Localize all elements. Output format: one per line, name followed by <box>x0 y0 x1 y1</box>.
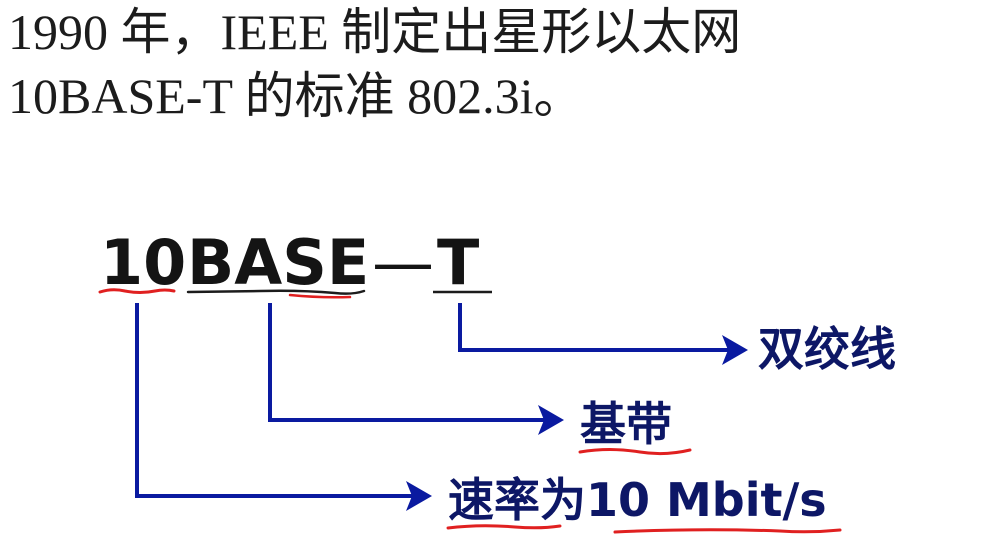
connector-signal <box>268 303 544 422</box>
connector-speed <box>135 303 412 498</box>
underline-signal-red <box>288 293 352 299</box>
intro-text-line-2: 10BASE-T 的标准 802.3i。 <box>8 68 584 124</box>
meaning-label-medium: 双绞线 <box>758 322 896 376</box>
meaning-label-signal: 基带 <box>580 397 672 451</box>
arrowhead-speed <box>406 481 432 511</box>
term-signal-part: BASE <box>187 226 370 299</box>
underline-meaning-speed-prefix <box>446 524 562 530</box>
arrowhead-medium <box>722 335 748 365</box>
arrowhead-signal <box>538 405 564 435</box>
meaning-label-speed: 速率为10 Mbit/s <box>448 473 827 527</box>
term-speed-part: 10 <box>100 226 187 299</box>
underline-meaning-speed-value <box>613 528 842 534</box>
intro-text-line-1: 1990 年，IEEE 制定出星形以太网 <box>8 4 742 60</box>
term-dash: — <box>372 226 434 299</box>
underline-speed <box>98 288 176 294</box>
underline-signal <box>186 289 366 295</box>
underline-meaning-signal <box>578 448 692 456</box>
term-medium-part: T <box>437 226 480 299</box>
connector-medium <box>458 303 728 352</box>
